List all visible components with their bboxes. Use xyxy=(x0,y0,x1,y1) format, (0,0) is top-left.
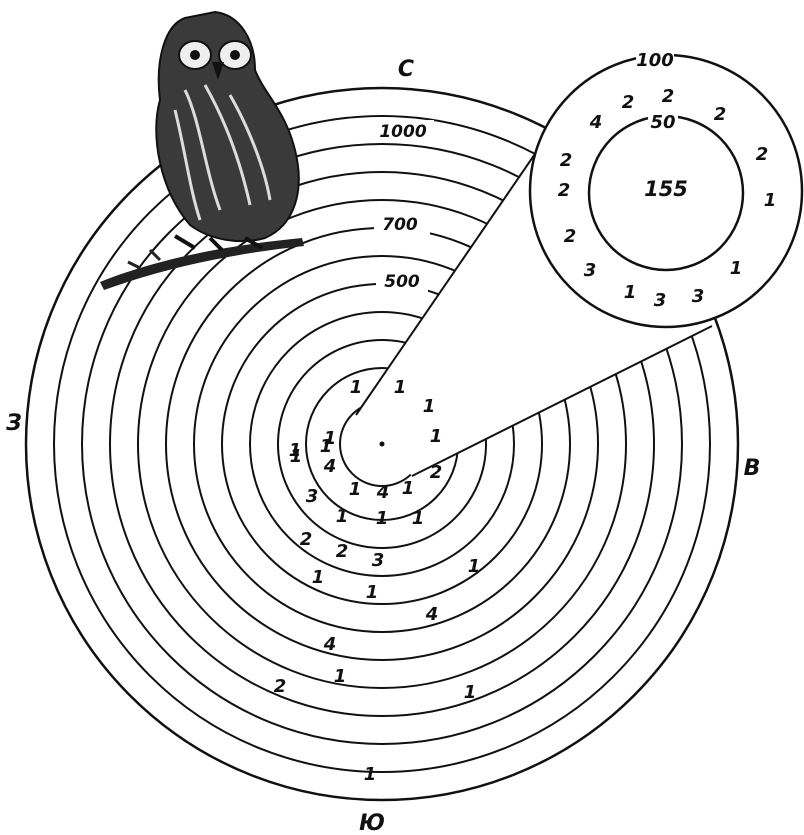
ring-count: 1 xyxy=(349,479,362,500)
ring-count: 1 xyxy=(402,478,415,499)
inset-count: 2 xyxy=(564,226,577,247)
ring-count: 1 xyxy=(423,396,436,417)
ring-count: 1 xyxy=(468,556,481,577)
inset-count: 2 xyxy=(662,86,675,107)
direction-west: З xyxy=(5,411,22,436)
inset-inner-label: 50 xyxy=(650,112,675,133)
ring-count: 2 xyxy=(430,462,443,483)
ring-count: 1 xyxy=(289,440,302,461)
distance-label-500: 500 xyxy=(384,272,420,292)
ring-count: 1 xyxy=(334,666,347,687)
ring-count: 3 xyxy=(372,550,385,571)
center-point xyxy=(380,442,385,447)
direction-east: В xyxy=(744,456,761,481)
ring-count: 1 xyxy=(320,436,333,457)
ring-count: 1 xyxy=(412,508,425,529)
owl-left-eye xyxy=(190,50,200,60)
ring-count: 1 xyxy=(394,377,407,398)
ring-count: 1 xyxy=(350,377,363,398)
inset-count: 1 xyxy=(764,190,777,211)
distance-label-700: 700 xyxy=(382,215,418,235)
inset-count: 2 xyxy=(558,180,571,201)
inset-count: 1 xyxy=(624,282,637,303)
inset-count: 2 xyxy=(622,92,635,113)
inset-count: 4 xyxy=(589,112,603,133)
ring-count: 1 xyxy=(364,764,377,785)
inset-count: 3 xyxy=(654,290,667,311)
inset-count: 2 xyxy=(714,104,727,125)
ring-count: 1 xyxy=(376,508,389,529)
inset-count: 3 xyxy=(692,286,705,307)
inset-count: 2 xyxy=(756,144,769,165)
ring-count: 4 xyxy=(323,456,337,477)
ring-count: 1 xyxy=(336,506,349,527)
distance-label-1000: 1000 xyxy=(379,122,426,142)
ring-count: 2 xyxy=(300,529,313,550)
direction-north: С xyxy=(398,57,414,82)
ring-count: 1 xyxy=(464,682,477,703)
inset-count: 1 xyxy=(730,258,743,279)
ring-count: 1 xyxy=(312,567,325,588)
owl-illustration xyxy=(100,12,304,290)
inset-count: 3 xyxy=(584,260,597,281)
ring-count: 3 xyxy=(306,486,319,507)
owl-right-eye xyxy=(230,50,240,60)
direction-south: Ю xyxy=(359,811,385,835)
inset-count: 2 xyxy=(560,150,573,171)
ring-count: 2 xyxy=(336,541,349,562)
ring-count: 4 xyxy=(323,634,337,655)
ring-count: 4 xyxy=(376,482,390,503)
inset-outer-label: 100 xyxy=(636,50,674,71)
ring-count: 1 xyxy=(366,582,379,603)
ring-count: 2 xyxy=(274,676,287,697)
ring-count: 1 xyxy=(430,426,443,447)
inset-center-count: 155 xyxy=(644,177,688,201)
ring-count: 4 xyxy=(425,604,439,625)
